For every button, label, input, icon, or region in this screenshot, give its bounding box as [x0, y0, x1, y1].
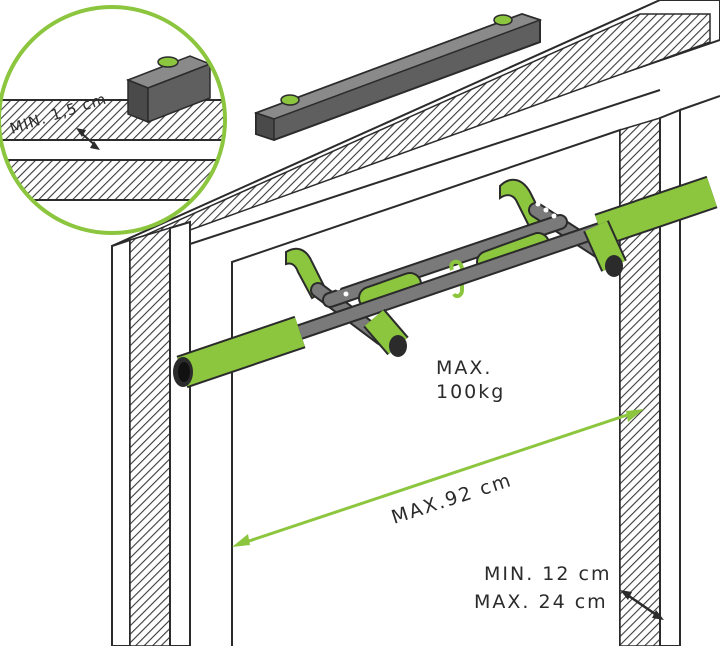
- door-opening-inner: [189, 89, 661, 646]
- zoom-wall-hatch-bottom: [0, 160, 225, 200]
- right-jamb-hatch: [619, 116, 661, 646]
- right-jamb-face: [659, 108, 681, 646]
- pullup-bar: [173, 175, 718, 389]
- left-handle-grip: [177, 317, 305, 387]
- zoom-detail: [0, 5, 227, 235]
- right-jamb-top-line: [679, 95, 720, 111]
- main-handle-bar: [298, 224, 602, 338]
- width-dimension: [232, 409, 644, 547]
- zoom-circle-border: [0, 5, 227, 235]
- left-jamb-hatch: [129, 226, 171, 646]
- door-frame: [111, 0, 720, 646]
- mount-foot-left: [280, 94, 300, 106]
- mount-foot-right: [493, 14, 513, 26]
- top-mount-bar: [253, 12, 543, 142]
- width-arrow-line: [239, 410, 637, 546]
- left-jamb-outer: [111, 238, 131, 646]
- center-grip-left: [360, 274, 420, 308]
- min-depth-label: MIN. 12 cm: [484, 563, 611, 585]
- depth-dimension: [620, 590, 664, 620]
- max-width-label: MAX.92 cm: [389, 469, 515, 529]
- max-depth-label: MAX. 24 cm: [474, 591, 608, 613]
- max-load-label-line1: MAX.: [436, 357, 492, 379]
- left-jamb-face: [169, 220, 191, 646]
- width-arrow-head-left: [232, 534, 250, 547]
- right-handle-grip: [595, 177, 717, 245]
- width-arrow-head-right: [626, 409, 644, 422]
- max-load-label-line2: 100kg: [436, 381, 505, 403]
